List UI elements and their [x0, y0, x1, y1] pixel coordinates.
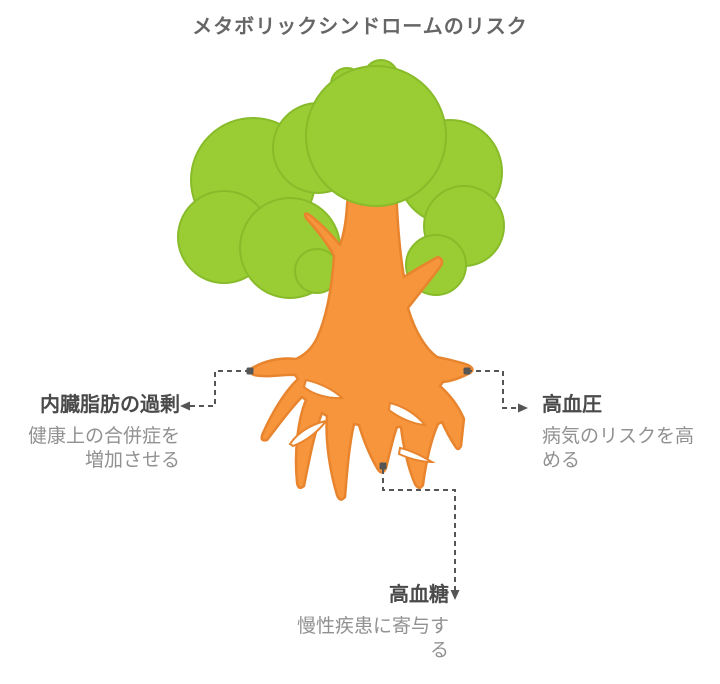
root-gap: [288, 419, 329, 448]
arrow-down-icon: [450, 590, 460, 600]
root-gap: [397, 446, 436, 464]
root-gap: [302, 378, 345, 400]
callout-description: 病気のリスクを高 める: [542, 426, 695, 471]
connector-left-line: [183, 370, 250, 407]
tree-canopy-front: [305, 59, 447, 207]
connectors: [183, 370, 518, 590]
callout-description: 慢性疾患に寄与す る: [296, 616, 449, 661]
root-anchor-markers: [246, 367, 471, 470]
connector-right-line: [467, 370, 518, 409]
anchor-marker-left: [246, 367, 254, 375]
callout-label: 高血圧: [542, 394, 602, 416]
arrow-left-icon: [180, 401, 190, 411]
connector-arrowheads: [180, 401, 528, 600]
anchor-marker-right: [463, 367, 471, 375]
page-title: メタボリックシンドロームのリスク: [192, 16, 528, 38]
tree-trunk-and-roots: [248, 134, 474, 501]
anchor-marker-bottom: [379, 462, 387, 470]
callout-label: 内臓脂肪の過剰: [40, 394, 180, 416]
root-gaps: [288, 378, 436, 464]
callout-hypertension: 高血圧 病気のリスクを高 める: [542, 392, 712, 473]
callout-visceral-fat: 内臓脂肪の過剰 健康上の合併症を 増加させる: [0, 392, 180, 473]
callout-hyperglycemia: 高血糖 慢性疾患に寄与す る: [269, 582, 449, 663]
callout-description: 健康上の合併症を 増加させる: [27, 426, 180, 471]
connector-bottom-line: [382, 469, 456, 590]
canopy-blob: [305, 65, 447, 207]
root-gap: [387, 401, 428, 427]
arrow-right-icon: [518, 403, 528, 413]
callout-label: 高血糖: [389, 584, 449, 606]
